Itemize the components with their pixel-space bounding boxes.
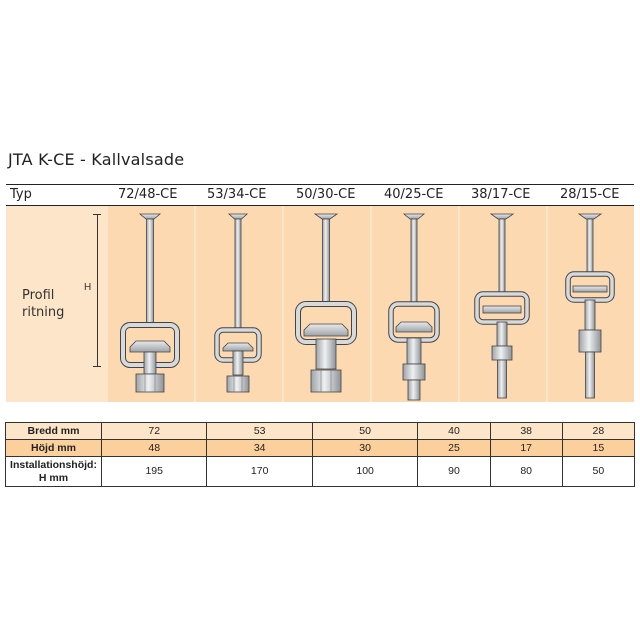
type-header-28-15: 28/15-CE	[560, 187, 620, 202]
table-cell: 15	[561, 439, 636, 457]
table-cell: 40	[417, 422, 491, 440]
table-cell: 34	[206, 439, 313, 457]
spec-table: Bredd mm 72 53 50 40 38 28 Höjd mm 48 34…	[5, 422, 636, 487]
bolt-drawing-38-17	[474, 213, 530, 399]
table-cell: 25	[417, 439, 491, 457]
table-cell: 53	[206, 422, 313, 440]
table-cell: 80	[489, 456, 563, 487]
dimension-tick-top	[93, 214, 101, 215]
table-cell: 72	[100, 422, 208, 440]
row-label-hojd: Höjd mm	[5, 439, 102, 457]
bolt-profile-drawings	[120, 213, 615, 401]
table-row: Bredd mm 72 53 50 40 38 28	[5, 422, 636, 440]
table-cell: 38	[489, 422, 563, 440]
table-cell: 90	[417, 456, 491, 487]
typ-label: Typ	[10, 187, 32, 202]
profile-drawing-label: Profil ritning	[22, 288, 65, 320]
table-cell: 195	[100, 456, 208, 487]
bolt-drawing-28-15	[565, 213, 615, 399]
type-header-53-34: 53/34-CE	[207, 187, 267, 202]
table-cell: 30	[311, 439, 419, 457]
page-title: JTA K-CE - Kallvalsade	[8, 150, 185, 169]
table-cell: 28	[561, 422, 636, 440]
height-dimension-label: H	[84, 282, 92, 293]
type-header-72-48: 72/48-CE	[118, 187, 178, 202]
table-cell: 48	[100, 439, 208, 457]
table-row: Höjd mm 48 34 30 25 17 15	[5, 439, 636, 457]
bolt-drawing-72-48	[120, 213, 180, 393]
type-header-40-25: 40/25-CE	[384, 187, 444, 202]
table-cell: 100	[311, 456, 419, 487]
table-cell: 17	[489, 439, 563, 457]
type-header-row: Typ 72/48-CE 53/34-CE 50/30-CE 40/25-CE …	[6, 184, 634, 206]
row-label-installationshojd: Installationshöjd: H mm	[5, 456, 102, 487]
dimension-tick-bottom	[93, 366, 101, 367]
row-label-bredd: Bredd mm	[5, 422, 102, 440]
table-cell: 50	[311, 422, 419, 440]
bolt-drawing-50-30	[295, 213, 357, 393]
bolt-drawing-53-34	[214, 213, 262, 393]
table-cell: 50	[561, 456, 636, 487]
table-cell: 170	[206, 456, 313, 487]
table-row: Installationshöjd: H mm 195 170 100 90 8…	[5, 456, 636, 487]
bolt-drawing-40-25	[388, 213, 440, 401]
type-header-50-30: 50/30-CE	[296, 187, 356, 202]
type-header-38-17: 38/17-CE	[471, 187, 531, 202]
height-dimension-line	[97, 214, 98, 366]
